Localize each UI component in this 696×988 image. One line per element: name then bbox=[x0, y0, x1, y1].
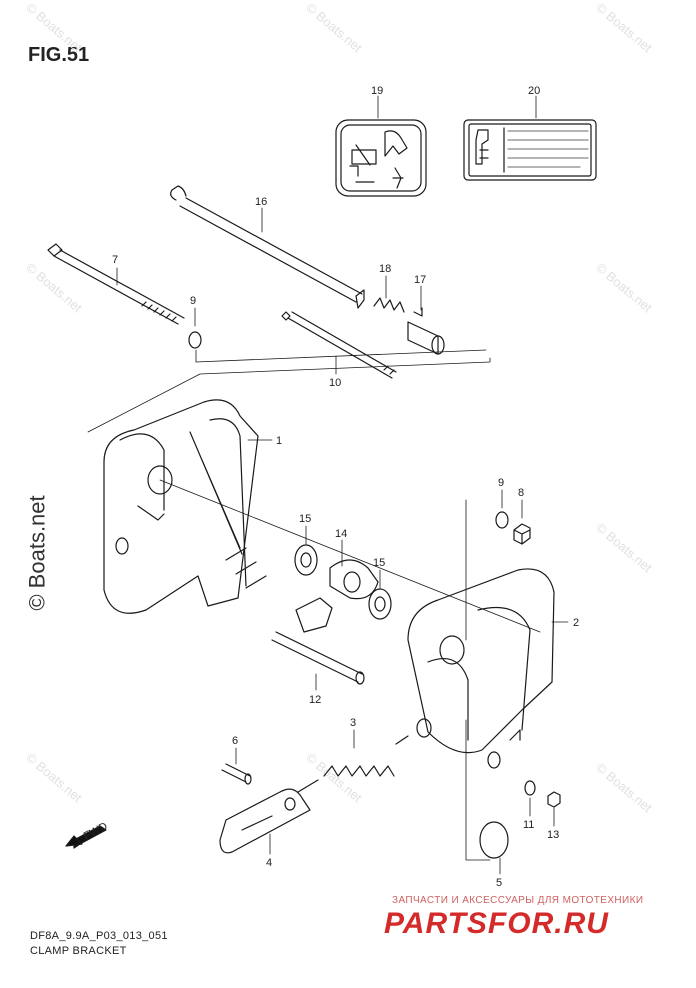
part-1-clamp-bracket-left bbox=[103, 399, 267, 614]
callout-4: 4 bbox=[266, 857, 272, 869]
part-19-label-sticker bbox=[335, 119, 427, 197]
callout-3: 3 bbox=[350, 717, 356, 729]
callout-9: 9 bbox=[498, 477, 504, 489]
fwd-label: FWD bbox=[82, 820, 110, 842]
callout-7: 7 bbox=[112, 254, 118, 266]
part-9-washer bbox=[495, 511, 509, 529]
part-15-bushing bbox=[368, 588, 392, 620]
brand-logo: PARTSFOR.RU bbox=[384, 907, 609, 940]
callout-6: 6 bbox=[232, 735, 238, 747]
callout-5: 5 bbox=[496, 877, 502, 889]
callout-13: 13 bbox=[547, 829, 559, 841]
callout-15: 15 bbox=[299, 513, 311, 525]
callout-2: 2 bbox=[573, 617, 579, 629]
callout-18: 18 bbox=[379, 263, 391, 275]
part-6-pin bbox=[221, 763, 252, 785]
figure-title: FIG.51 bbox=[28, 44, 90, 66]
callout-12: 12 bbox=[309, 694, 321, 706]
part-10-shaft bbox=[281, 311, 397, 379]
fwd-arrow: FWD bbox=[65, 820, 110, 849]
callout-1: 1 bbox=[276, 435, 282, 447]
callout-10: 10 bbox=[329, 377, 341, 389]
part-2-clamp-bracket-right bbox=[407, 568, 555, 769]
part-3-spring bbox=[297, 735, 409, 793]
callout-15: 15 bbox=[373, 557, 385, 569]
part-13-nut bbox=[547, 791, 561, 808]
part-20-warning-plate bbox=[463, 119, 597, 181]
part-11-washer bbox=[524, 780, 536, 796]
part-5-cap bbox=[479, 821, 509, 859]
brand-tagline: ЗАПЧАСТИ И АКСЕССУАРЫ ДЛЯ МОТОТЕХНИКИ bbox=[392, 895, 644, 906]
callout-9: 9 bbox=[190, 295, 196, 307]
part-16-tilt-rod bbox=[170, 185, 365, 309]
part-15-bushing bbox=[294, 544, 318, 576]
part-14-plate bbox=[295, 559, 379, 633]
callout-14: 14 bbox=[335, 528, 347, 540]
part-17-collar bbox=[407, 307, 445, 355]
callout-11: 11 bbox=[523, 819, 534, 831]
callout-19: 19 bbox=[371, 85, 383, 97]
callout-17: 17 bbox=[414, 274, 426, 286]
callout-16: 16 bbox=[255, 196, 267, 208]
part-8-nut bbox=[513, 523, 531, 545]
callout-8: 8 bbox=[518, 487, 524, 499]
part-9-washer bbox=[188, 331, 202, 349]
diagram-name: CLAMP BRACKET bbox=[30, 945, 127, 957]
callout-20: 20 bbox=[528, 85, 540, 97]
part-12-pin bbox=[271, 631, 365, 685]
part-4-lever bbox=[219, 788, 311, 854]
part-18-spring bbox=[373, 297, 405, 313]
part-7-bolt bbox=[47, 243, 185, 325]
diagram-code: DF8A_9.9A_P03_013_051 bbox=[30, 930, 168, 942]
